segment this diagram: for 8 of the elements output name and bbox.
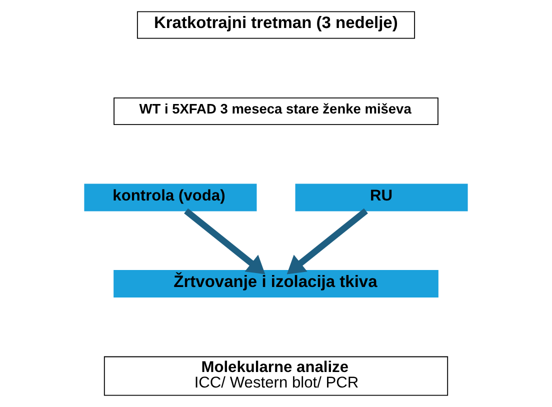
arrow (184, 208, 266, 274)
node-box: RU (295, 184, 468, 212)
node-box: WT i 5XFAD 3 meseca stare ženke miševa (114, 98, 438, 126)
node-box: kontrola (voda) (84, 184, 257, 212)
node-box: Molekularne analize ICC/ Western blot/ PCR (104, 356, 448, 396)
node-box: Žrtvovanje i izolacija tkiva (114, 270, 438, 298)
node-box: Kratkotrajni tretman (3 nedelje) (136, 11, 416, 39)
arrow (286, 208, 368, 274)
